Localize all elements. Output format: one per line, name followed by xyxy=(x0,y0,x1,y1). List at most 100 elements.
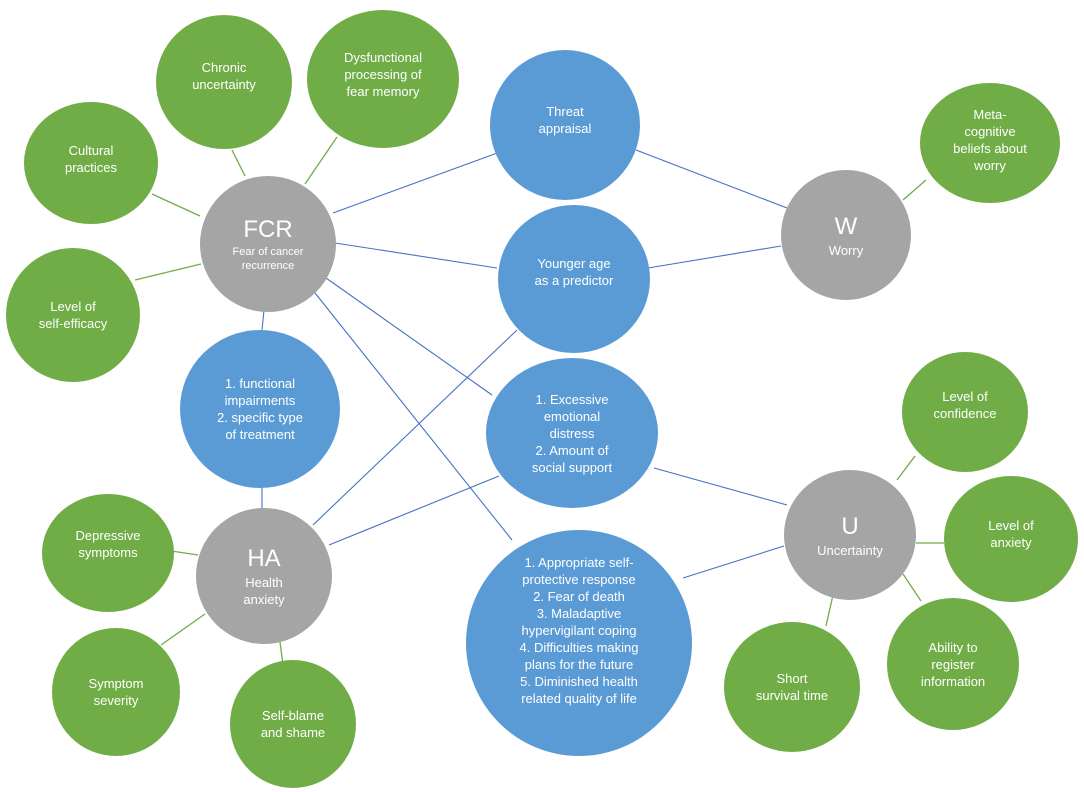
label-line: register xyxy=(931,656,975,672)
link-fcr-cultural xyxy=(151,193,201,217)
node-excessive-distress: 1. Excessive emotional distress 2. Amoun… xyxy=(486,358,658,508)
node-worry: W Worry xyxy=(781,170,911,300)
label-line: 2. specific type xyxy=(217,410,303,425)
label-line: uncertainty xyxy=(192,77,256,92)
node-self-blame: Self-blame and shame xyxy=(230,660,356,788)
node-uncertainty: U Uncertainty xyxy=(784,470,916,600)
label-line: survival time xyxy=(755,688,829,703)
label-line: Self-blame xyxy=(261,708,325,723)
label-line: Symptom xyxy=(88,676,144,691)
label-line: emotional xyxy=(543,408,601,424)
label-line: Threat xyxy=(546,104,584,119)
link-threat-w xyxy=(635,149,788,209)
link-u-register xyxy=(902,573,922,602)
label-line: processing of xyxy=(344,66,422,82)
label-line: Ability to xyxy=(928,639,978,655)
label-line: 5. Diminished health xyxy=(520,673,638,689)
node-chronic-uncertainty: Chronic uncertainty xyxy=(156,15,292,149)
link-ha-depressive xyxy=(170,550,199,556)
label-line: Chronic xyxy=(201,60,247,75)
link-u-confidence xyxy=(896,455,916,481)
link-fcr-functional xyxy=(261,309,265,331)
link-fcr-threat xyxy=(332,151,501,214)
node-threat-appraisal: Threat appraisal xyxy=(490,50,640,200)
link-ha-severity xyxy=(160,613,206,646)
label-line: as a predictor xyxy=(534,273,614,288)
construct-abbr: W xyxy=(834,212,858,240)
label-line: appraisal xyxy=(538,121,592,136)
link-fcr-appropriate xyxy=(314,292,513,541)
label-line: 1. Excessive xyxy=(535,391,609,407)
link-excessive-u xyxy=(653,467,788,506)
link-w-metacog xyxy=(902,179,927,201)
node-fcr: FCR Fear of cancer recurrence xyxy=(200,176,336,312)
link-fcr-younger xyxy=(334,242,498,269)
node-cultural-practices: Cultural practices xyxy=(24,102,158,224)
label-line: symptoms xyxy=(78,545,138,560)
node-level-of-confidence: Level of confidence xyxy=(902,352,1028,472)
construct-name: Uncertainty xyxy=(817,542,883,558)
node-short-survival-time: Short survival time xyxy=(724,622,860,752)
label-line: 1. Appropriate self- xyxy=(524,554,634,570)
label-line: confidence xyxy=(933,406,997,421)
label-line: information xyxy=(920,673,986,689)
label-line: plans for the future xyxy=(524,656,634,672)
construct-abbr: HA xyxy=(247,545,281,572)
node-dysfunctional-processing: Dysfunctional processing of fear memory xyxy=(307,10,459,148)
construct-name: Health xyxy=(245,575,283,590)
construct-name: recurrence xyxy=(241,260,295,272)
node-level-of-anxiety: Level of anxiety xyxy=(944,476,1078,602)
node-younger-age: Younger age as a predictor xyxy=(498,205,650,353)
link-fcr-chronic xyxy=(231,149,246,177)
node-appropriate-response: 1. Appropriate self- protective response… xyxy=(466,530,692,756)
link-u-short-survival xyxy=(825,594,834,627)
label-line: hypervigilant coping xyxy=(521,622,637,638)
label-line: 4. Difficulties making xyxy=(519,639,639,655)
construct-name: Worry xyxy=(828,242,864,258)
label-line: Younger age xyxy=(537,256,611,271)
label-line: of treatment xyxy=(225,427,295,442)
link-fcr-self-efficacy xyxy=(134,263,202,281)
link-appropriate-u xyxy=(682,545,785,579)
label-line: impairments xyxy=(224,393,296,408)
label-line: Short xyxy=(776,671,808,686)
label-line: Meta- xyxy=(973,107,1007,122)
label-line: social support xyxy=(531,459,613,475)
node-health-anxiety: HA Health anxiety xyxy=(196,508,332,644)
label-line: protective response xyxy=(522,571,636,587)
label-line: Level of xyxy=(942,389,988,404)
label-line: beliefs about xyxy=(953,141,1027,156)
label-line: cognitive xyxy=(964,124,1016,139)
construct-name: Fear of cancer xyxy=(232,246,304,258)
label-line: self-efficacy xyxy=(38,316,108,331)
label-line: Dysfunctional xyxy=(343,49,423,65)
link-ha-younger xyxy=(312,329,518,526)
node-depressive-symptoms: Depressive symptoms xyxy=(42,494,174,612)
node-self-efficacy: Level of self-efficacy xyxy=(6,248,140,382)
construct-abbr: U xyxy=(841,512,859,540)
label-line: practices xyxy=(64,160,118,175)
label-line: 3. Maladaptive xyxy=(536,605,622,621)
node-functional-impairments: 1. functional impairments 2. specific ty… xyxy=(180,330,340,488)
link-fcr-excessive xyxy=(325,277,493,396)
construct-name: anxiety xyxy=(243,592,285,607)
label-line: related quality of life xyxy=(521,690,637,706)
node-symptom-severity: Symptom severity xyxy=(52,628,180,756)
label-line: worry xyxy=(974,158,1006,173)
link-ha-excessive xyxy=(328,475,500,546)
node-ability-to-register: Ability to register information xyxy=(887,598,1019,730)
label-line: Level of xyxy=(988,518,1034,533)
label-line: severity xyxy=(93,693,139,708)
construct-abbr: FCR xyxy=(243,216,293,243)
label-line: Depressive xyxy=(75,528,141,543)
label-line: anxiety xyxy=(990,535,1032,550)
label-line: Level of xyxy=(50,299,96,314)
node-metacognitive-beliefs: Meta- cognitive beliefs about worry xyxy=(920,83,1060,203)
label-line: Cultural xyxy=(68,143,114,158)
link-fcr-dysfunctional xyxy=(304,136,338,185)
label-line: 2. Amount of xyxy=(535,442,609,458)
label-line: 2. Fear of death xyxy=(533,588,625,604)
label-line: distress xyxy=(549,425,595,441)
